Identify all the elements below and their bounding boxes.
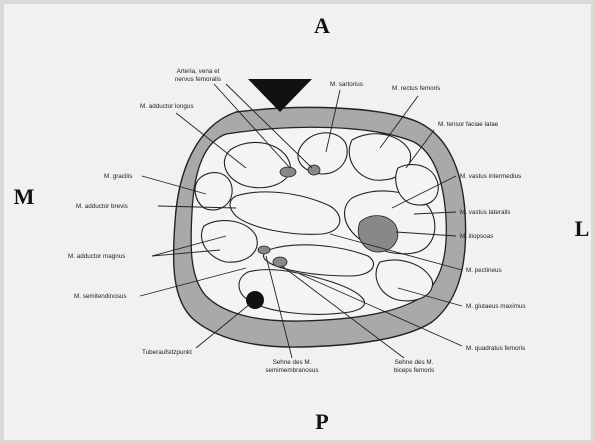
direction-medial: M [14,184,35,209]
label-biceps-line1: Sehne des M. [395,359,434,366]
label-vessels-line2: nervus femoralis [175,76,221,83]
label-gluteus-maximus: M. glutaeus maximus [466,303,526,310]
label-vastus-intermedius: M. vastus intermedius [460,173,521,180]
label-quadratus-femoris: M. quadratus femoris [466,345,525,352]
label-vastus-lateralis: M. vastus lateralis [460,209,510,216]
direction-lateral: L [575,216,590,241]
tendon-semimembranosus-shape [258,246,270,254]
label-sartorius: M. sartorius [330,81,363,88]
label-semimembranosus-line1: Sehne des M. [273,359,312,366]
direction-anterior: A [314,13,330,38]
label-rectus-femoris: M. rectus femoris [392,85,440,92]
label-adductor-brevis: M. adductor brevis [76,203,128,210]
label-semitendinosus: M. semitendinosus [74,293,127,300]
label-biceps-line2: biceps femoris [394,367,435,374]
femoral-vessel-1 [280,167,296,177]
label-pectineus: M. pectineus [466,267,502,274]
label-tensor-fasciae-latae: M. tensor faciae latae [438,121,499,128]
label-semimembranosus-line2: semimembranosus [265,367,318,374]
direction-posterior: P [315,409,328,434]
label-adductor-magnus: M. adductor magnus [68,253,125,260]
femoral-vessel-2 [308,165,320,175]
label-iliopsoas: M. iliopsoas [460,233,493,240]
label-vessels-line1: Arteria, vena et [177,68,220,75]
tendon-biceps-shape [273,257,287,267]
label-adductor-longus: M. adductor longus [140,103,194,110]
label-tuberaufsitzpunkt: Tuberaufsitzpunkt [142,349,192,356]
tuber-point-marker [246,291,264,309]
label-gracilis: M. gracilis [104,173,132,180]
